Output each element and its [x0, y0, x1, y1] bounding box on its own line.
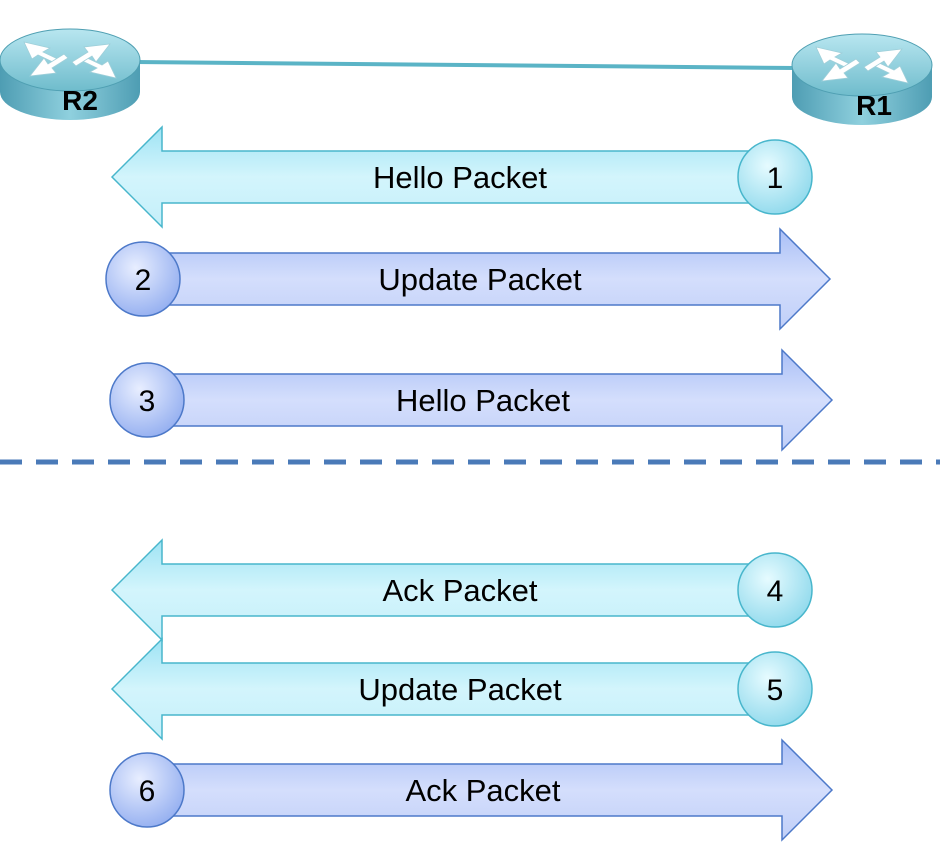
router-r1-label: R1 — [856, 90, 892, 121]
message-5: 5 Update Packet — [110, 637, 813, 741]
message-6-step-number: 6 — [139, 775, 156, 808]
message-2-step-badge — [105, 241, 181, 317]
message-4-label: Ack Packet — [382, 573, 537, 608]
router-link — [134, 60, 796, 70]
router-r2-top — [0, 28, 141, 92]
message-1-label: Hello Packet — [373, 160, 547, 195]
message-6-label: Ack Packet — [405, 773, 560, 808]
router-r1-arrows-icon — [815, 46, 909, 84]
message-3: 3 Hello Packet — [109, 348, 834, 452]
router-r1-top — [791, 33, 933, 97]
message-4-step-number: 4 — [767, 575, 784, 608]
message-6-step-badge — [109, 752, 185, 828]
router-r2: R2 — [0, 28, 141, 120]
message-5-label: Update Packet — [358, 672, 562, 707]
message-3-step-number: 3 — [139, 385, 156, 418]
message-6: 6 Ack Packet — [109, 738, 834, 842]
message-4-step-badge — [737, 552, 813, 628]
message-4: 4 Ack Packet — [110, 538, 813, 642]
router-r1: R1 — [791, 33, 933, 125]
router-r2-arrows-icon — [23, 41, 117, 79]
message-5-step-badge — [737, 651, 813, 727]
message-3-label: Hello Packet — [396, 383, 570, 418]
message-2-label: Update Packet — [378, 262, 582, 297]
message-2: 2 Update Packet — [105, 227, 832, 331]
message-1-step-number: 1 — [767, 162, 784, 195]
message-5-step-number: 5 — [767, 674, 784, 707]
message-1: 1 Hello Packet — [110, 125, 813, 229]
message-3-step-badge — [109, 362, 185, 438]
message-2-step-number: 2 — [135, 264, 152, 297]
router-r2-label: R2 — [62, 85, 98, 116]
message-1-step-badge — [737, 139, 813, 215]
